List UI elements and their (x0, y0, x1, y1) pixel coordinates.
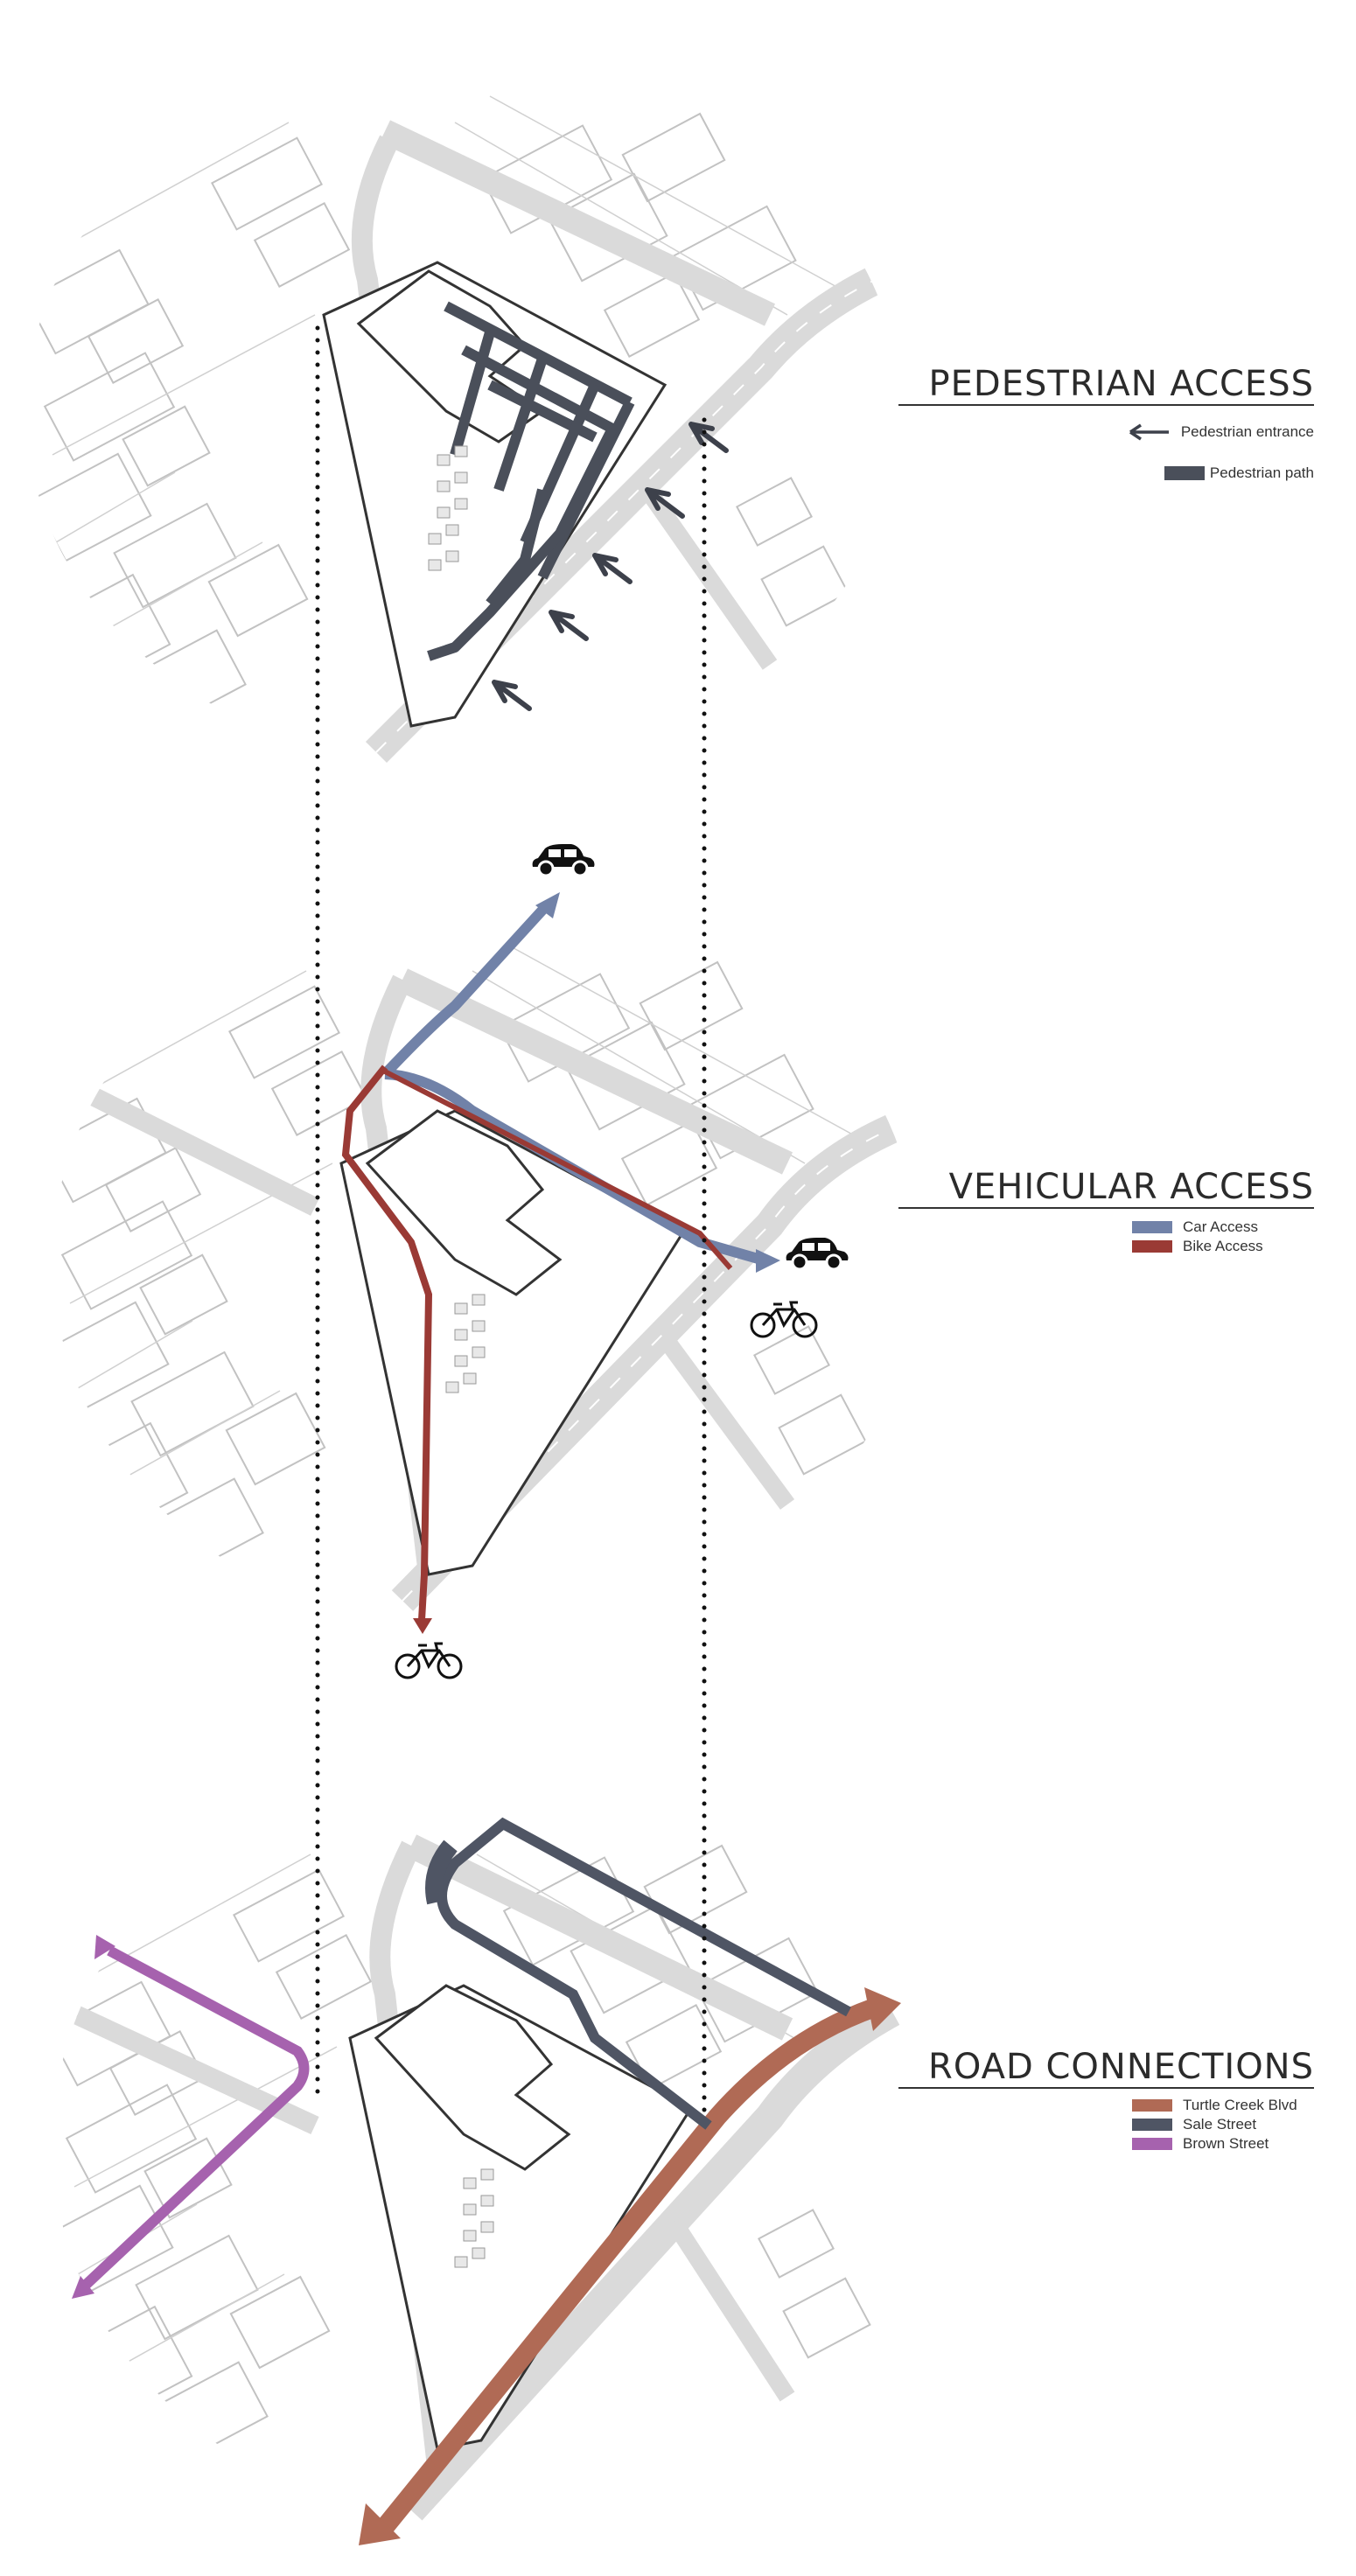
pedestrian-path (427, 301, 635, 661)
building-footprint (374, 1984, 571, 2171)
car-icon (532, 844, 595, 877)
panel-title-vehicular: VEHICULAR ACCESS (948, 1167, 1314, 1207)
car-icon (786, 1238, 849, 1271)
pedestrian-legend: Pedestrian entrance Pedestrian path (1125, 422, 1314, 505)
panel-title-pedestrian: PEDESTRIAN ACCESS (928, 364, 1314, 404)
arrow-left-icon (1129, 423, 1169, 441)
side-road (351, 135, 430, 719)
bike-access-route (341, 1065, 733, 1634)
legend-item-sale-street: Sale Street (1132, 2115, 1314, 2134)
vehicular-map (52, 944, 898, 1611)
title-underline (898, 2087, 1314, 2089)
legend-item-entrance: Pedestrian entrance (1125, 422, 1314, 442)
legend-label: Brown Street (1183, 2135, 1269, 2152)
legend-swatch (1132, 2138, 1172, 2150)
vehicular-legend: Car Access Bike Access (1132, 1218, 1314, 1256)
turtle-creek-blvd-route (359, 1987, 901, 2545)
alignment-guides (315, 325, 707, 2119)
legend-label: Turtle Creek Blvd (1183, 2097, 1297, 2113)
arrow-left-icon (688, 422, 729, 453)
legend-swatch (1132, 2099, 1172, 2112)
bicycle-icon (395, 1642, 463, 1679)
legend-item-brown-street: Brown Street (1132, 2134, 1314, 2154)
legend-item-bike: Bike Access (1132, 1237, 1314, 1256)
sale-street-route (425, 1817, 851, 2130)
legend-item-car: Car Access (1132, 1218, 1314, 1237)
legend-item-path: Pedestrian path (1125, 464, 1314, 482)
brown-street-route (72, 1935, 310, 2299)
arrow-left-icon (592, 553, 633, 584)
legend-label: Pedestrian path (1209, 464, 1314, 481)
legend-label: Pedestrian entrance (1180, 423, 1314, 440)
legend-swatch (1132, 2119, 1172, 2131)
bicycle-icon (750, 1301, 818, 1338)
legend-swatch (1132, 1221, 1172, 1233)
panel-title-roads: ROAD CONNECTIONS (928, 2047, 1314, 2087)
roads-map (52, 1827, 900, 2521)
pedestrian-entrance-arrows (492, 422, 729, 711)
legend-swatch (1164, 466, 1205, 480)
building-footprint (365, 1109, 563, 1296)
arrow-left-icon (549, 610, 589, 641)
arrow-left-icon (645, 487, 685, 519)
title-underline (898, 404, 1314, 406)
legend-item-turtle-creek: Turtle Creek Blvd (1132, 2096, 1314, 2115)
legend-label: Bike Access (1183, 1238, 1263, 1254)
roads-legend: Turtle Creek Blvd Sale Street Brown Stre… (1132, 2096, 1314, 2154)
pedestrian-map (26, 95, 882, 764)
legend-label: Car Access (1183, 1218, 1258, 1235)
legend-swatch (1132, 1240, 1172, 1253)
legend-label: Sale Street (1183, 2116, 1257, 2133)
title-underline (898, 1207, 1314, 1209)
arrow-left-icon (492, 680, 532, 711)
